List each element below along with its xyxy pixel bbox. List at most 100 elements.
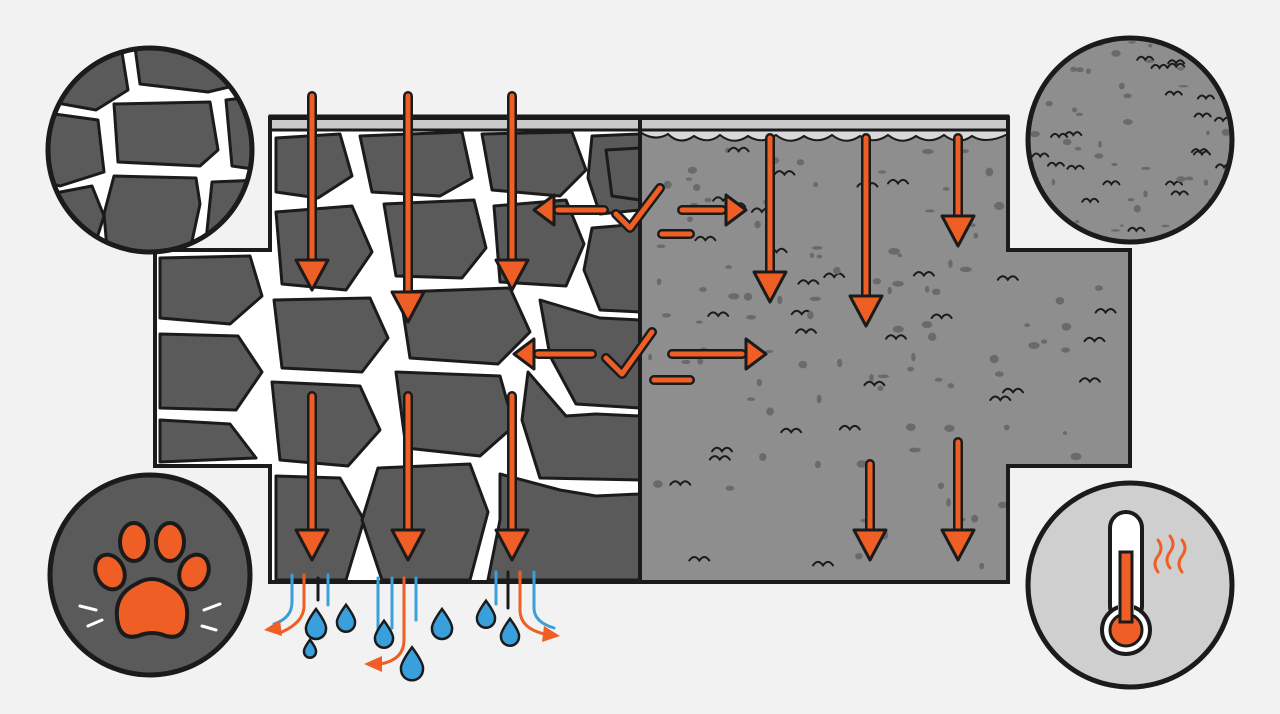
paver-texture-closeup-icon <box>45 45 255 255</box>
aggregate-speck <box>877 374 890 379</box>
surface-runoff-arrow <box>940 437 976 562</box>
aggregate-speck <box>1161 224 1170 228</box>
aggregate-speck <box>855 553 863 560</box>
water-drop-icon <box>304 606 328 641</box>
aggregate-speck <box>833 266 841 275</box>
surface-crack <box>1094 308 1117 315</box>
aggregate-speck <box>959 266 972 273</box>
aggregate-speck <box>1075 112 1084 116</box>
surface-crack <box>1064 131 1083 137</box>
aggregate-speck <box>1216 69 1221 72</box>
paver-stone <box>270 380 382 468</box>
aggregate-speck <box>1205 45 1210 54</box>
surface-crack <box>1081 197 1100 204</box>
aggregate-speck <box>1143 190 1148 198</box>
aggregate-speck <box>1127 198 1135 202</box>
aggregate-speck <box>947 383 955 389</box>
infiltration-arrow <box>390 91 426 324</box>
aggregate-speck <box>766 407 774 416</box>
aggregate-speck <box>944 424 955 432</box>
surface-crack <box>996 275 1019 282</box>
aggregate-speck <box>754 220 761 229</box>
aggregate-speck <box>687 166 698 174</box>
aggregate-speck <box>942 187 950 191</box>
aggregate-speck <box>648 353 653 361</box>
surface-crack <box>885 334 907 341</box>
aggregate-speck <box>971 514 979 523</box>
aggregate-speck <box>756 378 762 387</box>
aggregate-speck <box>973 232 979 239</box>
water-drop-icon <box>335 602 357 633</box>
surface-crack <box>669 480 692 487</box>
aggregate-speck <box>725 485 735 491</box>
aggregate-speck <box>928 332 937 341</box>
aggregate-speck <box>1061 322 1072 331</box>
surface-crack <box>1170 190 1189 197</box>
aggregate-speck <box>743 292 753 301</box>
paver-stone <box>358 130 474 198</box>
surface-crack <box>780 427 803 434</box>
aggregate-speck <box>1118 82 1125 90</box>
aggregate-speck <box>687 216 693 222</box>
water-drop-icon <box>373 618 395 649</box>
aggregate-speck <box>1185 176 1194 181</box>
surface-crack <box>795 328 817 335</box>
drainage-arrow <box>494 391 530 562</box>
paver-stone <box>234 226 270 252</box>
aggregate-speck <box>1148 43 1153 48</box>
aggregate-speck <box>911 352 916 362</box>
surface-crack <box>1046 161 1065 168</box>
paver-stone <box>382 198 488 280</box>
surface-crack <box>1167 62 1186 69</box>
surface-crack <box>708 455 731 462</box>
aggregate-speck <box>809 252 815 258</box>
aggregate-speck <box>888 248 901 255</box>
aggregate-speck <box>922 148 934 155</box>
aggregate-speck <box>653 480 663 488</box>
aggregate-speck <box>1061 347 1070 353</box>
aggregate-speck <box>1206 130 1210 136</box>
aggregate-speck <box>746 315 756 320</box>
aggregate-speck <box>1177 66 1184 71</box>
aggregate-speck <box>1045 101 1053 107</box>
aggregate-speck <box>1003 424 1010 431</box>
right-pointing-arrow <box>667 337 768 371</box>
aggregate-speck <box>932 288 941 295</box>
infiltration-arrow <box>294 91 330 292</box>
aggregate-speck <box>907 366 914 372</box>
surface-crack <box>1136 55 1155 62</box>
aggregate-speck <box>1141 166 1151 170</box>
aggregate-speck <box>1062 431 1068 435</box>
surface-crack <box>1215 42 1232 49</box>
aggregate-speck <box>1176 176 1186 183</box>
aggregate-speck <box>1128 41 1136 44</box>
paver-stone <box>604 146 640 202</box>
paver-stone <box>394 370 516 458</box>
aggregate-speck <box>985 167 994 177</box>
surface-crack <box>863 380 886 387</box>
aggregate-speck <box>1209 228 1218 235</box>
aggregate-speck <box>695 320 703 324</box>
aggregate-speck <box>946 498 951 507</box>
infiltration-arrow <box>494 91 530 292</box>
aggregate-speck <box>1070 66 1077 72</box>
aggregate-speck <box>905 423 916 432</box>
drainage-flow <box>272 570 556 666</box>
surface-runoff-arrow <box>852 459 888 562</box>
check-mark-icon <box>613 185 663 231</box>
aggregate-speck <box>1111 162 1118 167</box>
paver-stone <box>398 286 532 366</box>
thermometer-heat-icon <box>1025 480 1235 690</box>
aggregate-speck <box>934 377 943 382</box>
aggregate-speck <box>925 209 935 213</box>
concrete-aggregate <box>648 146 1117 570</box>
drainage-arrowheads <box>264 620 560 672</box>
aggregate-speck <box>1098 140 1102 148</box>
aggregate-speck <box>837 358 843 368</box>
water-drop-icon <box>430 606 454 641</box>
surface-runoff-arrow <box>848 133 884 328</box>
surface-crack <box>838 424 861 432</box>
aggregate-speck <box>661 313 672 318</box>
water-drop-icon <box>475 598 497 629</box>
surface-crack <box>1050 132 1068 139</box>
